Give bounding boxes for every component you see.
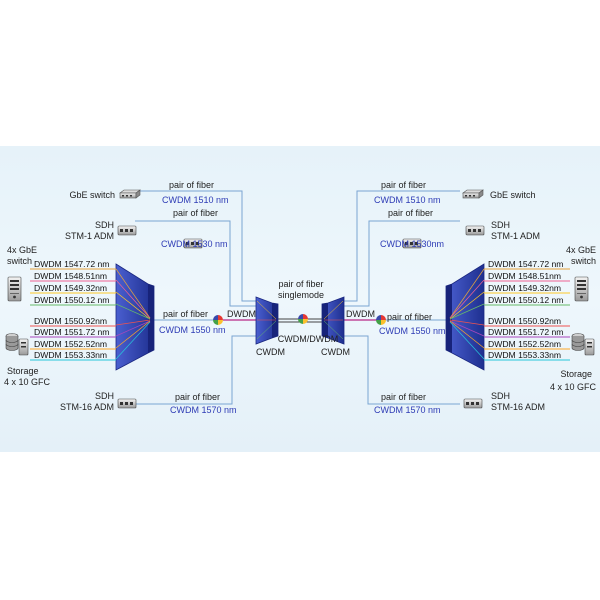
left-dwdm-list: DWDM 1547.72 nm DWDM 1548.51nm DWDM 1549… — [34, 259, 109, 360]
right-sdh-stm16-label: SDH — [491, 391, 510, 401]
right-dwdm-mux — [445, 263, 485, 371]
diagram-background — [0, 146, 600, 452]
left-fiber-1570-band: CWDM 1570 nm — [170, 405, 237, 415]
sdh-adm-icon — [117, 225, 137, 236]
left-storage-label: 4 x 10 GFC — [4, 377, 51, 387]
right-fiber-1550-pair: pair of fiber — [387, 312, 432, 322]
wavelength-ball-icon — [376, 315, 386, 325]
left-fiber-1570 — [135, 335, 256, 405]
left-fiber-1530 — [135, 220, 256, 307]
trunk-label: singlemode — [278, 290, 324, 300]
left-dwdm-6: DWDM 1551.72 nm — [34, 327, 109, 337]
storage-array-icon — [571, 333, 595, 356]
right-gbe4x-label: switch — [571, 256, 596, 266]
wavelength-ball-icon — [298, 314, 308, 324]
left-dwdm-1: DWDM 1547.72 nm — [34, 259, 109, 269]
left-fiber-1570-pair: pair of fiber — [175, 392, 220, 402]
gbe-switch-icon — [119, 189, 141, 199]
right-fiber-1530-pair: pair of fiber — [388, 208, 433, 218]
right-gbe-switch-label: GbE switch — [490, 190, 536, 200]
left-storage-label: Storage — [7, 366, 39, 376]
right-dwdm-4: DWDM 1550.12 nm — [488, 295, 563, 305]
center-cwdm-left: CWDM — [256, 347, 285, 357]
left-fiber-1510 — [135, 190, 256, 302]
left-fiber-1510-pair: pair of fiber — [169, 180, 214, 190]
left-cwdm-mux — [255, 296, 279, 345]
left-dwdm-4: DWDM 1550.12 nm — [34, 295, 109, 305]
right-dwdm-1: DWDM 1547.72 nm — [488, 259, 563, 269]
sdh-adm-icon — [117, 398, 137, 409]
sdh-adm-icon — [465, 225, 485, 236]
left-mux-fan — [115, 268, 151, 360]
wavelength-ball-icon — [213, 315, 223, 325]
center-cwdm-right: CWDM — [321, 347, 350, 357]
right-storage-label: Storage — [560, 369, 592, 379]
left-fiber-1530-pair: pair of fiber — [173, 208, 218, 218]
left-fiber-1510-band: CWDM 1510 nm — [162, 195, 229, 205]
center-cwdm-dwdm-label: CWDM/DWDM — [278, 334, 338, 344]
right-gbe4x-label: 4x GbE — [566, 245, 596, 255]
left-dwdm-7: DWDM 1552.52nm — [34, 339, 107, 349]
right-sdh-stm1-label: STM-1 ADM — [491, 231, 540, 241]
left-fiber-1530-band: CWDM 1530 nm — [161, 239, 228, 249]
center-dwdm-left: DWDM — [227, 309, 256, 319]
right-fiber-1530-band: CWDM 1530nm — [380, 239, 444, 249]
right-dwdm-8: DWDM 1553.33nm — [488, 350, 561, 360]
left-dwdm-mux — [115, 263, 155, 371]
right-fiber-1570-pair: pair of fiber — [381, 392, 426, 402]
left-sdh-stm1-label: STM-1 ADM — [65, 231, 114, 241]
left-dwdm-8: DWDM 1553.33nm — [34, 350, 107, 360]
right-fiber-1570-band: CWDM 1570 nm — [374, 405, 441, 415]
left-sdh-stm16-label: STM-16 ADM — [60, 402, 114, 412]
right-cwdm-mux — [321, 296, 345, 345]
right-dwdm-7: DWDM 1552.52nm — [488, 339, 561, 349]
right-dwdm-6: DWDM 1551.72 nm — [488, 327, 563, 337]
right-dwdm-list: DWDM 1547.72 nm DWDM 1548.51nm DWDM 1549… — [488, 259, 563, 360]
left-dwdm-3: DWDM 1549.32nm — [34, 283, 107, 293]
left-gbe4x-label: switch — [7, 256, 32, 266]
right-fiber-1510-pair: pair of fiber — [381, 180, 426, 190]
right-storage-label: 4 x 10 GFC — [550, 382, 597, 392]
right-fiber-1510-band: CWDM 1510 nm — [374, 195, 441, 205]
right-dwdm-5: DWDM 1550.92nm — [488, 316, 561, 326]
storage-array-icon — [5, 333, 29, 356]
right-fiber-1510 — [344, 190, 460, 302]
sdh-adm-icon — [463, 398, 483, 409]
left-fibers — [135, 190, 256, 405]
server-tower-icon — [574, 276, 589, 302]
right-fiber-1570 — [344, 335, 460, 405]
right-dwdm-2: DWDM 1548.51nm — [488, 271, 561, 281]
left-sdh-stm16-label: SDH — [95, 391, 114, 401]
left-dwdm-5: DWDM 1550.92nm — [34, 316, 107, 326]
left-dwdm-2: DWDM 1548.51nm — [34, 271, 107, 281]
left-gbe-switch-label: GbE switch — [69, 190, 115, 200]
left-fiber-1550-pair: pair of fiber — [163, 309, 208, 319]
right-sdh-stm16-label: STM-16 ADM — [491, 402, 545, 412]
center-dwdm-right: DWDM — [346, 309, 375, 319]
right-dwdm-underlines — [484, 268, 570, 361]
right-fibers — [344, 190, 460, 405]
right-fiber-1530 — [344, 220, 460, 307]
left-sdh-stm1-label: SDH — [95, 220, 114, 230]
left-gbe4x-label: 4x GbE — [7, 245, 37, 255]
gbe-switch-icon — [462, 189, 484, 199]
right-sdh-stm1-label: SDH — [491, 220, 510, 230]
server-tower-icon — [7, 276, 22, 302]
left-fiber-1550-band: CWDM 1550 nm — [159, 325, 226, 335]
right-dwdm-3: DWDM 1549.32nm — [488, 283, 561, 293]
right-mux-fan — [449, 268, 485, 360]
trunk-label: pair of fiber — [278, 279, 323, 289]
left-dwdm-underlines — [30, 268, 116, 361]
right-fiber-1550-band: CWDM 1550 nm — [379, 326, 446, 336]
